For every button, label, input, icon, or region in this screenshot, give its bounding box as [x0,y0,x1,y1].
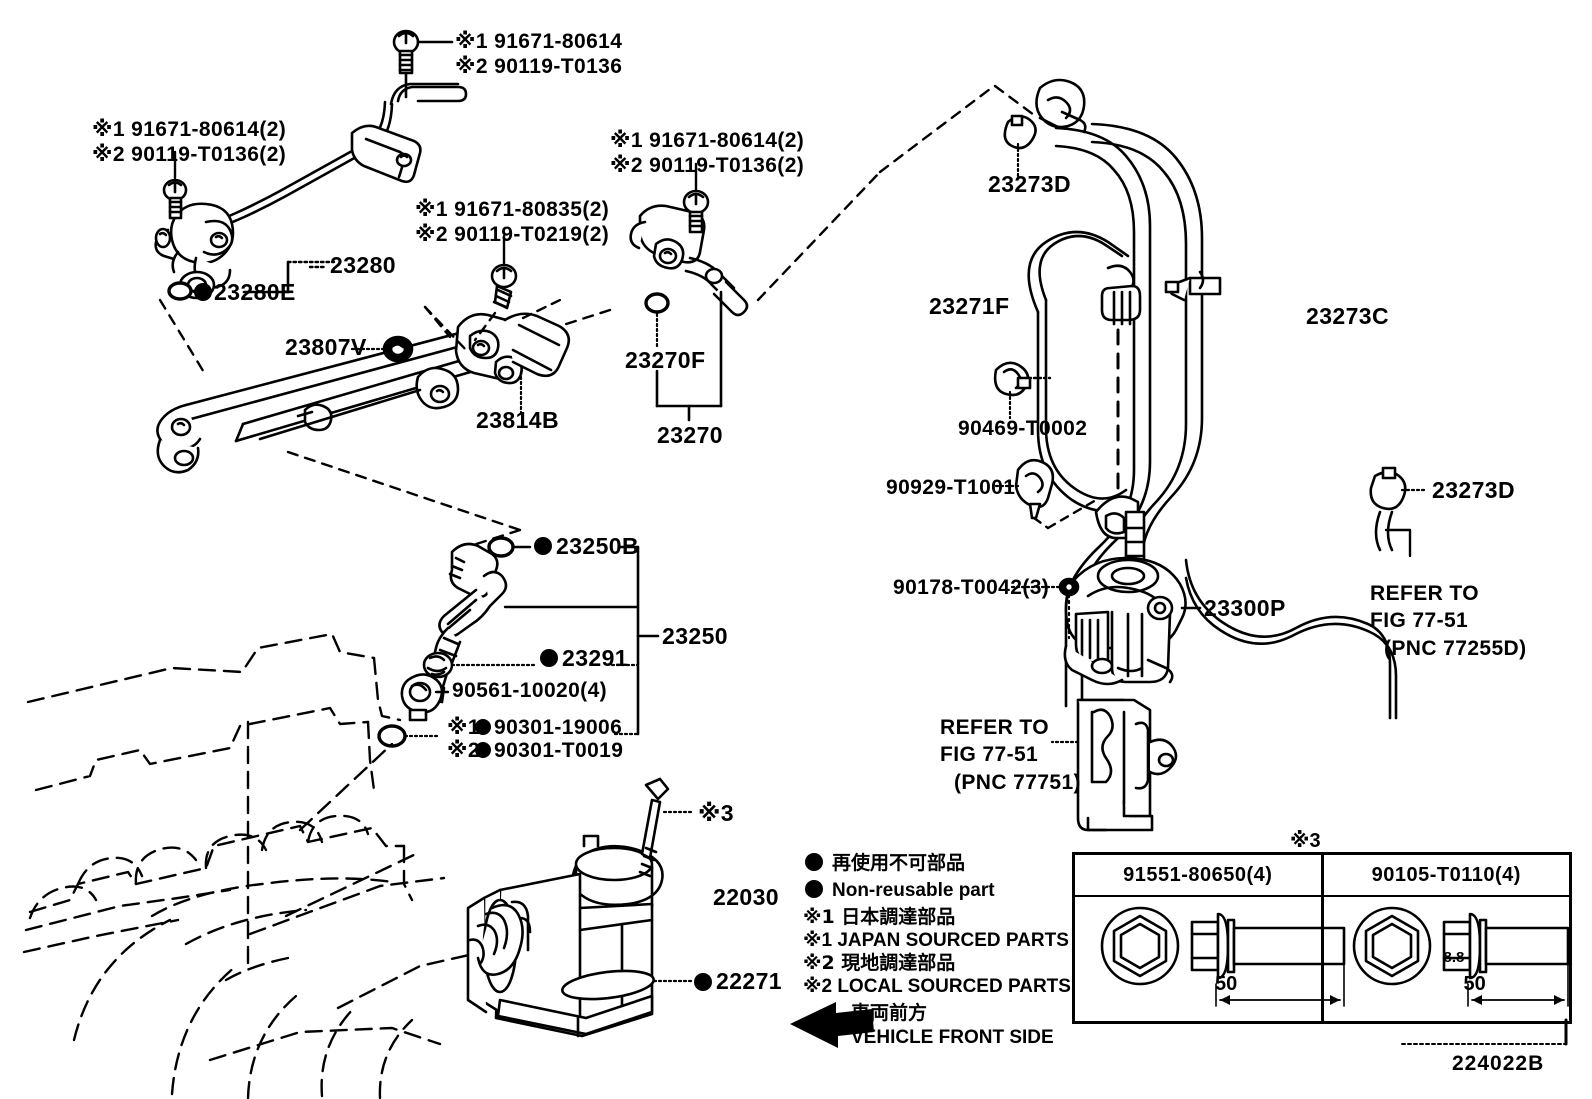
bolt-length-2: 50 [1463,973,1486,995]
dot-22271 [694,973,712,991]
label-90178: 90178-T0042(3) [893,576,1050,599]
label-23271F: 23271F [929,293,1010,319]
label-23273C: 23273C [1306,303,1389,329]
dot-90301-1 [475,719,491,735]
throttle-body-22030 [466,834,664,1038]
label-90301-2: 90301-T0019 [494,739,624,762]
label-23250: 23250 [662,623,728,649]
label-23273D-right: 23273D [1432,477,1515,503]
label-23280: 23280 [330,252,396,278]
label-90301-1: 90301-19006 [494,716,623,739]
dot-23291 [540,649,558,667]
hose-clamp-mid [1164,270,1222,302]
label-23300P: 23300P [1204,595,1286,621]
clamp-23273D-top [1003,114,1037,180]
grommet-23807V [350,335,414,363]
bolt-part-no-2: 90105-T0110(4) [1323,855,1569,897]
label-23280E: 23280E [214,279,296,305]
label-23270F: 23270F [625,347,706,373]
part-23300P-pump [1010,495,1202,686]
label-22271: 22271 [716,968,782,994]
bolt-mid-icon [490,234,518,310]
bolt-part-no-1: 91551-80650(4) [1075,855,1321,897]
legend-source2-en: ※2 LOCAL SOURCED PARTS [803,976,1071,997]
clip-90929 [994,458,1098,530]
clip-90469 [993,361,1032,420]
callout-top-bolt: ※1 91671-80614※2 90119-T0136 [455,30,623,78]
dot-23280E [194,283,212,301]
bolt-grade-2: 8.8 [1443,949,1465,966]
bolt-left-icon [162,150,188,220]
legend-source1-jp: ※1 日本調達部品 [803,906,956,928]
label-23273D-top: 23273D [988,171,1071,197]
bolt-top-icon [392,29,454,75]
label-23814B: 23814B [476,407,559,433]
label-23250B: 23250B [556,533,639,559]
bolt-right-icon [682,162,710,234]
label-90301-2-star: ※2 [447,739,480,762]
bolt-spec-table: 91551-80650(4) 50 90105-T0110(4) 8.8 50 [1072,852,1572,1024]
dot-90301-2 [475,742,491,758]
callout-mid-bolt: ※1 91671-80835(2)※2 90119-T0219(2) [415,198,610,246]
seal-23291 [422,651,536,679]
legend-source1-en: ※1 JAPAN SOURCED PARTS [803,930,1069,951]
bolt-length-1: 50 [1215,973,1238,995]
oring-23270F [644,292,670,351]
bolt-table-art [1100,906,1570,1007]
legend-dot-en [805,880,823,898]
label-90561: 90561-10020(4) [452,679,608,702]
part-23280-damper [154,202,235,300]
legend-source2-jp: ※2 現地調達部品 [803,952,956,974]
bolt-table-group-label: ※3 [1290,830,1321,852]
label-23807V: 23807V [285,334,367,360]
legend-nonreusable-en: Non-reusable part [832,880,995,901]
bolt-table-column-1: 91551-80650(4) 50 [1075,855,1321,1021]
bolt-figure-2: 8.8 50 [1324,897,1570,1023]
bolt-table-column-2: 90105-T0110(4) 8.8 50 [1320,855,1570,1023]
clamp-23273D-right [1369,466,1426,511]
label-23291: 23291 [562,645,628,671]
bracket-77751 [1050,698,1178,832]
label-22030: 22030 [713,884,779,910]
bolt-star3-icon [638,777,696,878]
vehicle-front-en: VEHICLE FRONT SIDE [851,1027,1054,1048]
gasket-22271 [561,969,694,1001]
pipe-bracket [350,124,422,184]
vehicle-front-jp: 車両前方 [851,1002,928,1024]
vehicle-front-arrow [790,1002,874,1048]
spacer-90561 [400,673,450,722]
label-star3-bolt: ※3 [698,800,734,826]
label-23270: 23270 [657,422,723,448]
oring-23250B [487,536,532,558]
bolt-figure-1: 50 [1075,897,1321,1023]
label-90301-1-star: ※1 [447,716,480,739]
callout-right-bolt: ※1 91671-80614(2)※2 90119-T0136(2) [610,129,805,177]
bolt-90178 [1010,577,1080,640]
fuel-rail-23814B [156,312,571,474]
label-90929: 90929-T1001 [886,476,1016,499]
diagram-id: 224022B [1452,1052,1545,1075]
legend-nonreusable-jp: 再使用不可部品 [832,852,966,874]
oring-90301 [377,724,442,748]
fuel-pipe-23280 [174,82,468,248]
callout-left-bolt: ※1 91671-80614(2)※2 90119-T0136(2) [92,118,287,166]
legend-dot-jp [805,853,823,871]
engine-outline-phantom [22,632,502,1099]
label-90469: 90469-T0002 [958,417,1088,440]
part-23270-assembly [629,204,749,317]
hose-assembly-right [1003,78,1426,720]
dot-23250B [534,537,552,555]
